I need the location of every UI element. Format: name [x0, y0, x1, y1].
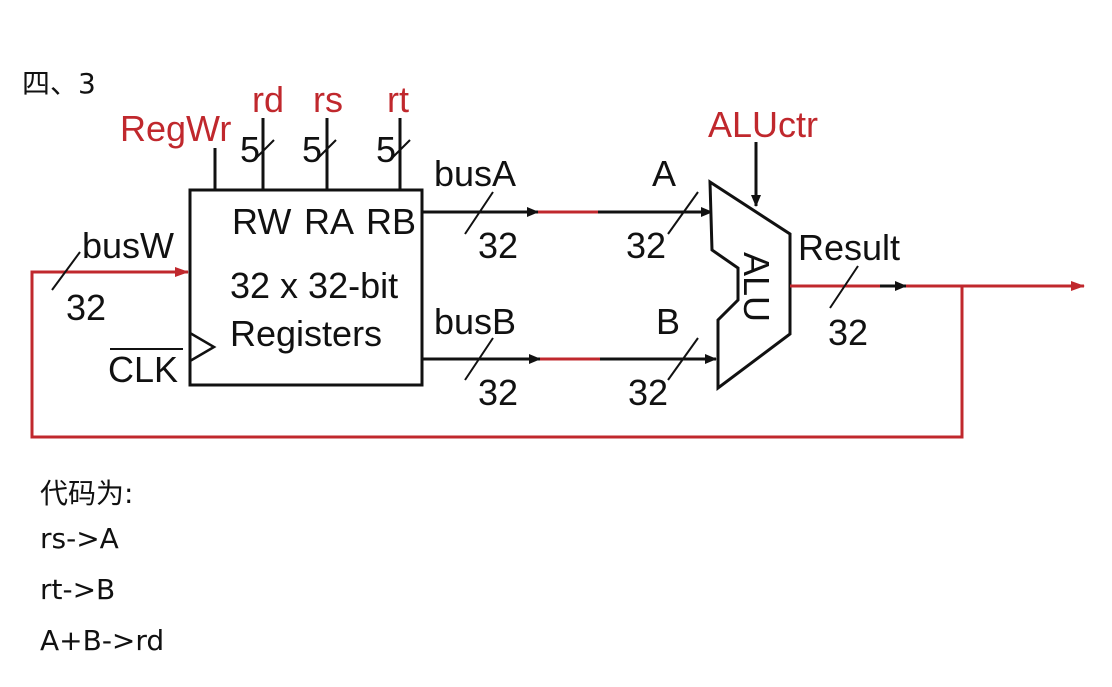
b-width-slash	[667, 337, 699, 381]
result-label: Result	[798, 227, 900, 268]
rd-label: rd	[252, 79, 284, 120]
regwr-label: RegWr	[120, 108, 231, 149]
busa-label: busA	[434, 153, 516, 194]
register-file-box	[188, 188, 424, 387]
rb-width-label: 5	[376, 129, 396, 170]
code-line: rt->B	[40, 573, 116, 606]
result-width-label: 32	[828, 312, 868, 353]
port-ra-label: RA	[304, 201, 354, 242]
alu-shape	[708, 179, 792, 391]
result-width-slash	[829, 265, 859, 309]
busb-width-label: 32	[478, 372, 518, 413]
busw-width-slash	[51, 251, 81, 291]
rs-label: rs	[313, 79, 343, 120]
code-line: A+B->rd	[40, 624, 165, 657]
b-width-label: 32	[628, 372, 668, 413]
busa-width-label: 32	[478, 225, 518, 266]
clk-triangle	[189, 331, 217, 363]
rb-width-slash	[389, 139, 411, 161]
busw-width-label: 32	[66, 287, 106, 328]
writeback-loop	[30, 267, 964, 439]
regfile-title-line1: 32 x 32-bit	[230, 265, 398, 306]
clk-label: CLK	[108, 349, 178, 390]
busb-label: busB	[434, 301, 516, 342]
rt-label: rt	[387, 79, 409, 120]
heading: 四、3	[22, 67, 96, 100]
b-label: B	[656, 301, 680, 342]
ra-width-slash	[315, 139, 337, 161]
port-rw-label: RW	[232, 201, 291, 242]
a-width-slash	[667, 191, 699, 235]
datapath-diagram: RegWr rd rs rt ALUctr 5 5 5 RW RA RB 32 …	[30, 79, 1085, 439]
busw-label: busW	[82, 225, 174, 266]
rw-width-label: 5	[240, 129, 260, 170]
a-label: A	[652, 153, 676, 194]
alu-label: ALU	[736, 252, 777, 322]
aluctr-label: ALUctr	[708, 104, 818, 145]
busa-width-slash	[464, 191, 494, 235]
busb-width-slash	[464, 337, 494, 381]
ra-width-label: 5	[302, 129, 322, 170]
rw-width-slash	[253, 139, 275, 161]
code-line: rs->A	[40, 522, 119, 555]
code-title: 代码为:	[40, 477, 134, 510]
regfile-title-line2: Registers	[230, 313, 382, 354]
port-rb-label: RB	[366, 201, 416, 242]
a-width-label: 32	[626, 225, 666, 266]
